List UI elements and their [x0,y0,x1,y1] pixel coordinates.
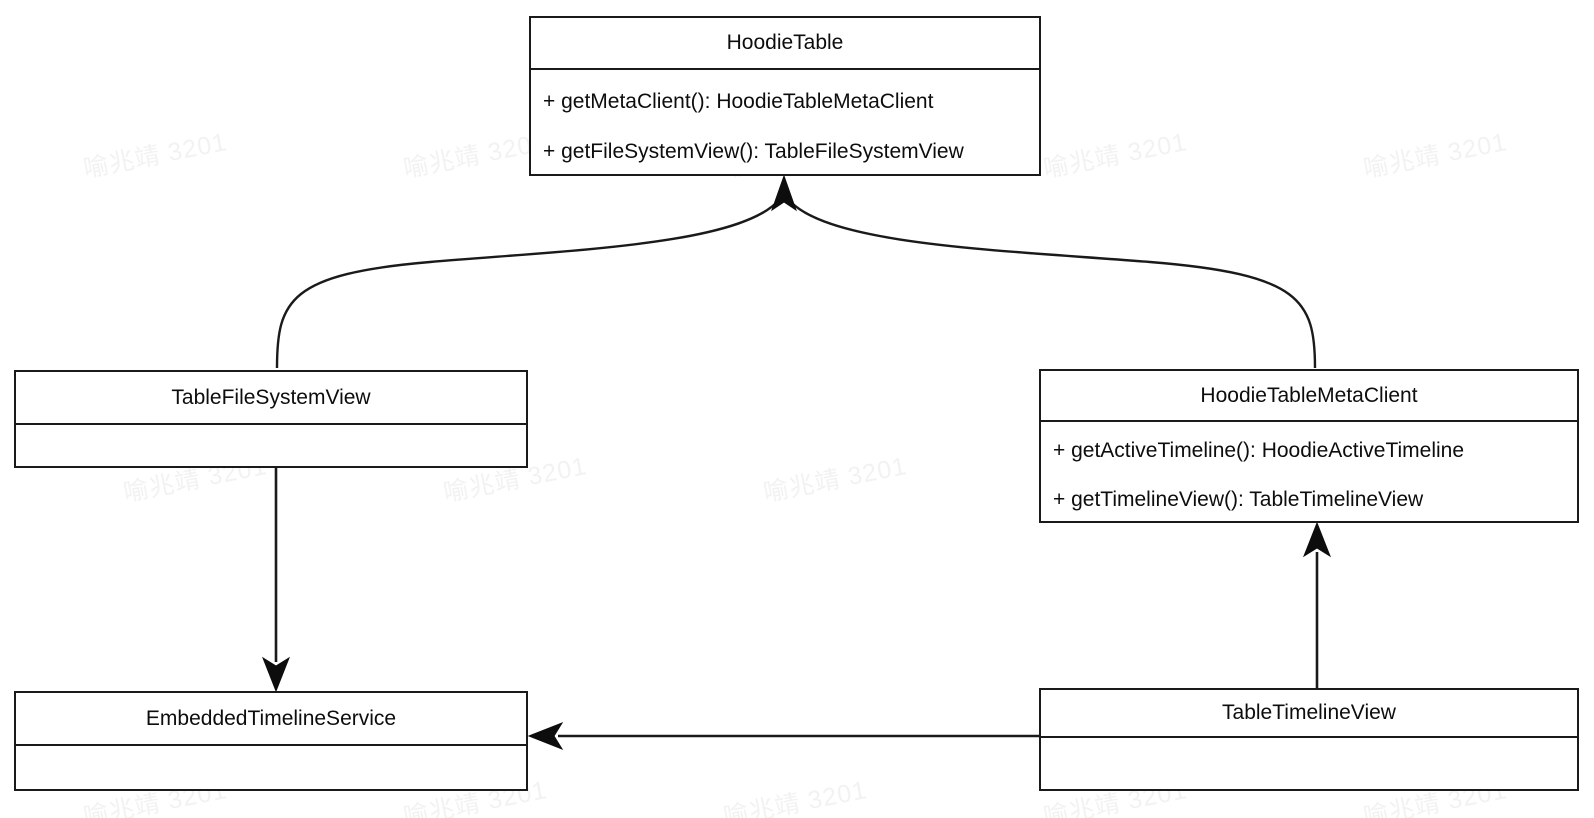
edge-fsview-to-hoodietable [275,199,780,369]
arrowhead-into-metaclient-bottom [1302,521,1332,558]
class-divider [1041,736,1577,738]
class-divider [16,744,526,746]
class-divider [531,68,1039,70]
class-member: + getMetaClient(): HoodieTableMetaClient [543,89,934,113]
class-box-hoodie-table[interactable]: HoodieTable + getMetaClient(): HoodieTab… [529,16,1041,176]
class-name-table-file-system-view: TableFileSystemView [171,385,371,409]
class-box-embedded-timeline-service[interactable]: EmbeddedTimelineService [14,691,528,791]
class-name-table-timeline-view: TableTimelineView [1222,701,1396,724]
class-name-hoodie-table: HoodieTable [726,31,844,54]
edge-metaclient-to-hoodietable [788,199,1317,369]
class-name-embedded-timeline-service: EmbeddedTimelineService [145,706,397,730]
class-members-hoodie-table-meta-client: + getActiveTimeline(): HoodieActiveTimel… [1041,422,1577,523]
arrowhead-into-hoodietable [771,174,797,212]
watermark-text: 喻兆靖 3201 [1361,128,1510,184]
watermark-text: 喻兆靖 3201 [721,776,870,818]
class-box-hoodie-table-meta-client[interactable]: HoodieTableMetaClient + getActiveTimelin… [1039,369,1579,523]
class-member: + getTimelineView(): TableTimelineView [1053,487,1424,511]
watermark-text: 喻兆靖 3201 [761,452,910,508]
class-box-table-file-system-view[interactable]: TableFileSystemView [14,370,528,468]
class-members-hoodie-table: + getMetaClient(): HoodieTableMetaClient… [531,70,1039,176]
class-name-hoodie-table-meta-client: HoodieTableMetaClient [1200,383,1418,407]
arrowhead-into-timelineservice-right [527,721,564,751]
class-members-embedded-timeline-service [16,746,526,791]
class-box-table-timeline-view[interactable]: TableTimelineView [1039,688,1579,791]
class-divider [16,423,526,425]
class-member: + getFileSystemView(): TableFileSystemVi… [543,140,964,163]
class-member: + getActiveTimeline(): HoodieActiveTimel… [1053,439,1465,463]
arrowhead-into-timelineservice-top [261,656,291,693]
class-members-table-timeline-view [1041,738,1577,791]
class-divider [1041,420,1577,422]
watermark-text: 喻兆靖 3201 [1041,128,1190,184]
class-members-table-file-system-view [16,425,526,468]
watermark-text: 喻兆靖 3201 [81,128,230,184]
watermark-text: 喻兆靖 3201 [401,128,550,184]
